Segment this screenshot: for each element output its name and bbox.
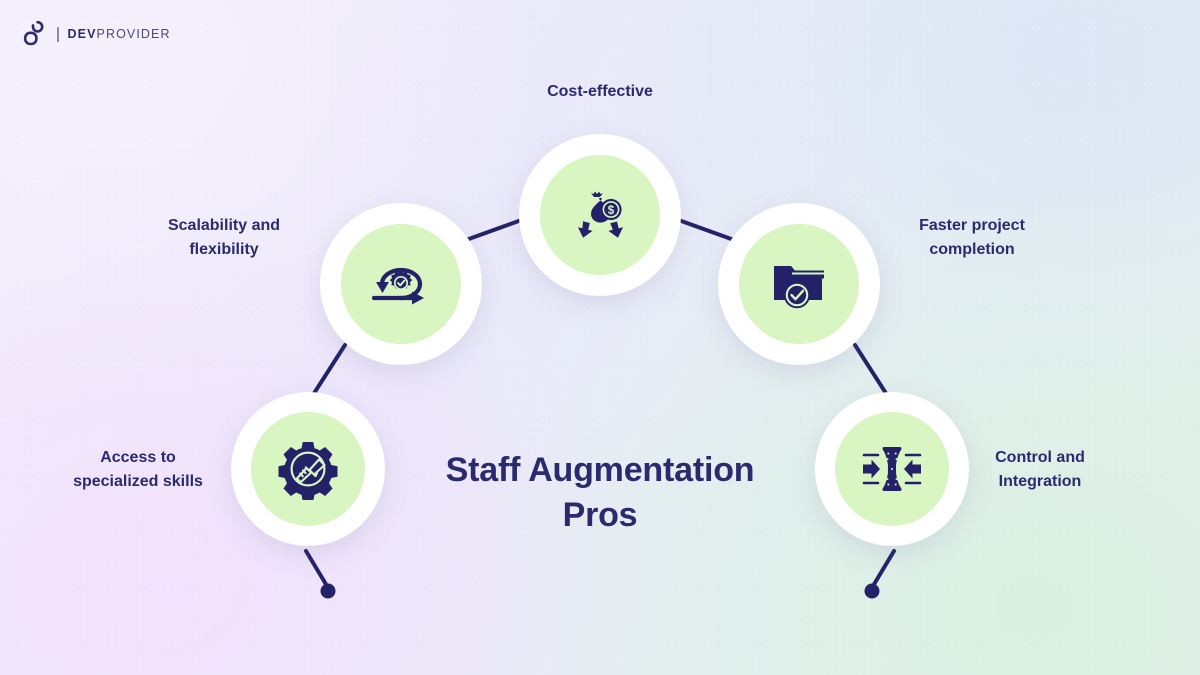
node-scalability-flexibility[interactable] xyxy=(320,203,482,365)
connector-top-to-right xyxy=(671,216,736,242)
label-line-1: Access to xyxy=(100,449,176,466)
label-line-2: specialized skills xyxy=(73,473,203,490)
page-title-line-1: Staff Augmentation xyxy=(445,451,755,489)
label-faster-project-completion: Faster project completion xyxy=(872,214,1072,262)
devprovider-logo-mark-icon xyxy=(23,20,44,46)
node-control-integration[interactable] xyxy=(815,392,969,546)
brand-name: DEVPROVIDER xyxy=(68,27,171,41)
label-line-2: flexibility xyxy=(189,241,259,258)
node-disc xyxy=(835,412,949,526)
label-line-2: Integration xyxy=(998,473,1082,490)
svg-text:$: $ xyxy=(608,205,615,217)
label-control-integration: Control and Integration xyxy=(940,446,1140,494)
connector-bottomright-tail xyxy=(871,549,896,588)
connector-bottomleft-tail xyxy=(304,549,329,588)
connector-left-to-top xyxy=(464,216,529,242)
node-disc xyxy=(341,224,461,344)
node-disc xyxy=(251,412,365,526)
brand-name-light: PROVIDER xyxy=(96,27,171,41)
label-line-2: completion xyxy=(929,241,1015,258)
brand-logo: DEVPROVIDER xyxy=(22,20,171,48)
node-access-specialized-skills[interactable] xyxy=(231,392,385,546)
inward-arrows-integration-icon xyxy=(862,447,922,491)
label-line-1: Faster project xyxy=(919,217,1025,234)
label-line-1: Control and xyxy=(995,449,1085,466)
label-line-1: Scalability and xyxy=(167,217,281,234)
label-access-specialized-skills: Access to specialized skills xyxy=(38,446,238,494)
node-disc: $ xyxy=(540,155,660,275)
gear-ruler-pencil-icon xyxy=(278,442,338,500)
node-cost-effective[interactable]: $ xyxy=(519,134,681,296)
node-disc xyxy=(739,224,859,344)
label-cost-effective: Cost-effective xyxy=(547,83,653,100)
logo-divider xyxy=(57,26,59,42)
endpoint-dot-left xyxy=(320,583,336,599)
node-faster-project-completion[interactable] xyxy=(718,203,880,365)
page-title: Staff Augmentation Pros xyxy=(390,448,810,538)
brand-name-bold: DEV xyxy=(67,27,97,41)
money-bag-down-arrows-icon: $ xyxy=(577,191,624,238)
endpoint-dot-right xyxy=(864,583,880,599)
connector-right-to-bottomright xyxy=(853,343,891,400)
folder-check-icon xyxy=(774,266,824,309)
connector-left-to-bottomleft xyxy=(309,343,347,400)
page-title-line-2: Pros xyxy=(562,495,638,534)
label-scalability-flexibility: Scalability and flexibility xyxy=(124,214,324,262)
agile-loop-gear-icon xyxy=(371,267,424,305)
